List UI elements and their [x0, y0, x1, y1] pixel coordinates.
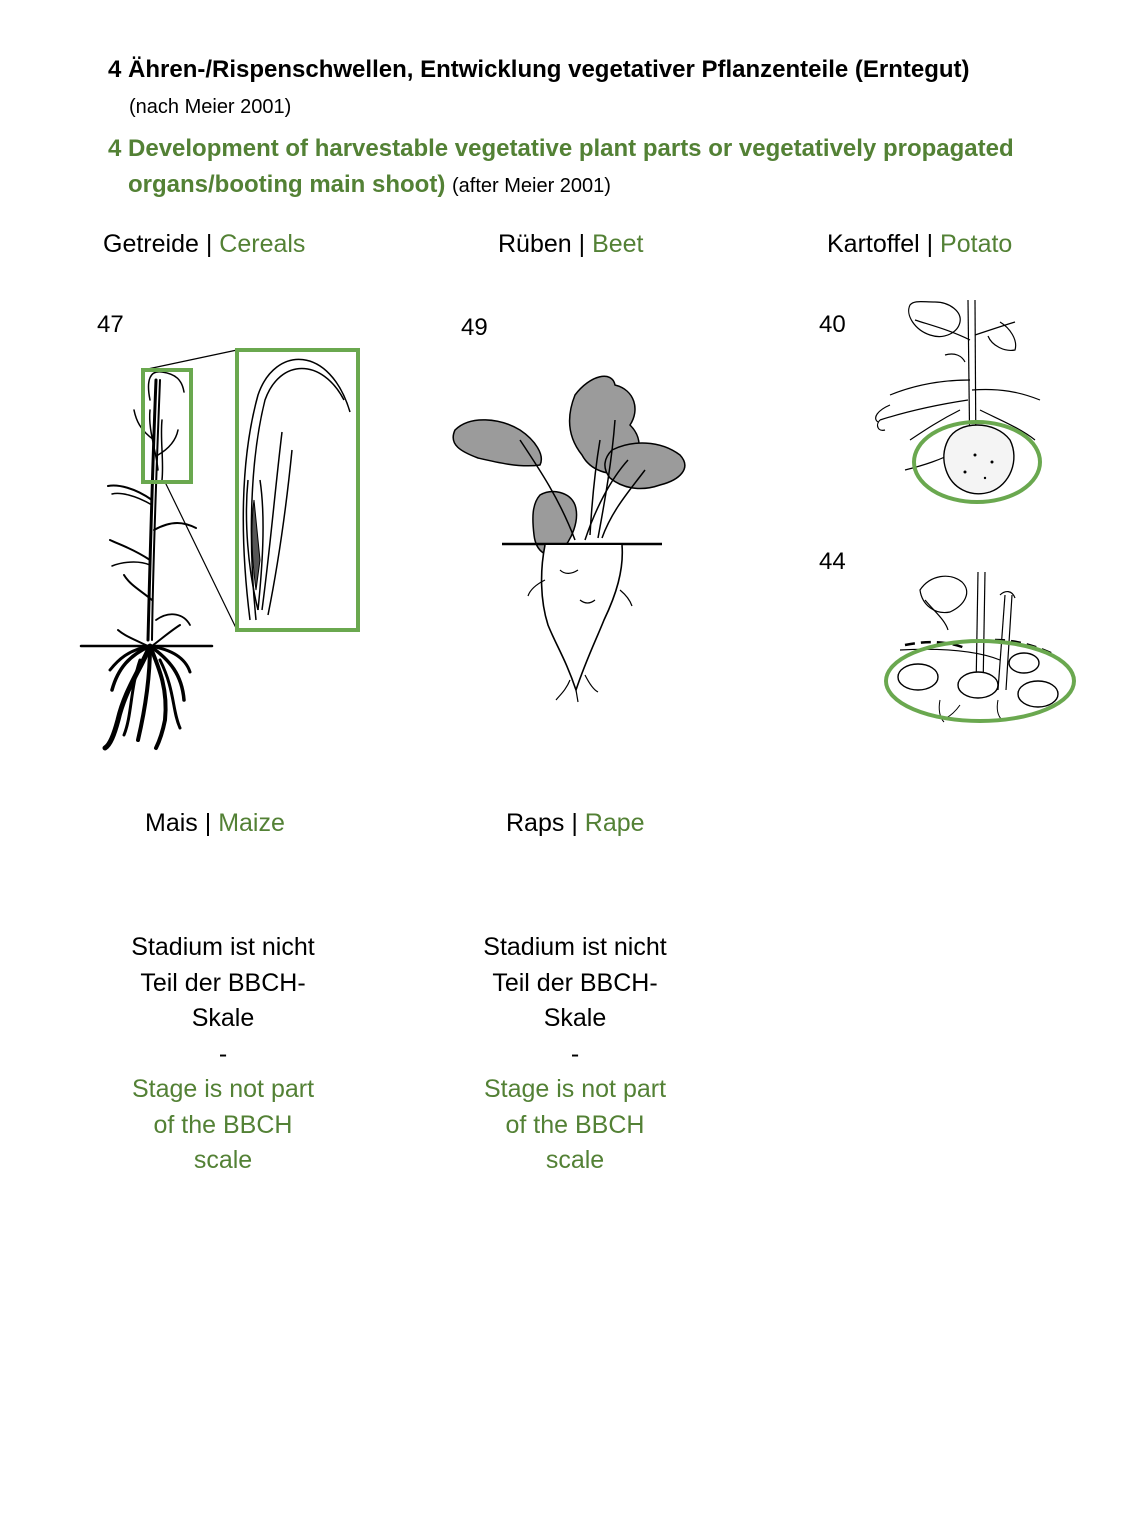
- crop-cereals-de: Getreide: [103, 230, 199, 258]
- crop-heading-potato: Kartoffel | Potato: [827, 230, 1012, 259]
- crop-rape-de: Raps: [506, 809, 565, 837]
- title-german: 4 Ähren-/Rispenschwellen, Entwicklung ve…: [108, 56, 970, 83]
- note-maize-en-1: Stage is not part: [131, 1075, 315, 1103]
- separator: |: [197, 809, 219, 837]
- separator: |: [564, 809, 585, 837]
- note-maize-en-3: scale: [193, 1146, 253, 1174]
- crop-heading-rape: Raps | Rape: [506, 809, 645, 838]
- note-rape-de-1: Stadium ist nicht: [483, 933, 667, 961]
- crop-potato-de: Kartoffel: [827, 230, 920, 258]
- note-maize: Stadium ist nicht Teil der BBCH- Skale -…: [93, 930, 353, 1179]
- note-rape-en-3: scale: [545, 1146, 605, 1174]
- title-english: 4 Development of harvestable vegetative …: [108, 131, 1118, 204]
- title-english-line1: 4 Development of harvestable vegetative …: [108, 135, 1014, 162]
- separator: |: [198, 230, 220, 258]
- note-rape: Stadium ist nicht Teil der BBCH- Skale -…: [445, 930, 705, 1179]
- stage-number-beet: 49: [461, 314, 488, 341]
- crop-rape-en: Rape: [584, 809, 645, 837]
- title-english-line2-wrap: organs/booting main shoot) (after Meier …: [108, 167, 1118, 204]
- crop-heading-cereals: Getreide | Cereals: [103, 230, 305, 259]
- crop-maize-en: Maize: [218, 809, 285, 837]
- crop-cereals-en: Cereals: [219, 230, 306, 258]
- source-german: (nach Meier 2001): [129, 96, 292, 118]
- note-maize-en-2: of the BBCH: [153, 1110, 293, 1139]
- crop-beet-en: Beet: [592, 230, 644, 258]
- stage-number-cereals: 47: [97, 311, 124, 338]
- note-rape-dash: -: [570, 1039, 580, 1068]
- title-english-line2: organs/booting main shoot): [128, 171, 446, 198]
- note-rape-de-3: Skale: [543, 1004, 607, 1032]
- stage-number-potato-1: 40: [819, 311, 846, 338]
- crop-heading-maize: Mais | Maize: [145, 809, 285, 838]
- note-maize-de-2: Teil der BBCH-: [140, 968, 306, 997]
- note-rape-en-1: Stage is not part: [483, 1075, 667, 1103]
- note-maize-de-1: Stadium ist nicht: [131, 933, 315, 961]
- crop-potato-en: Potato: [940, 230, 1013, 258]
- note-rape-de-2: Teil der BBCH-: [492, 968, 658, 997]
- crop-heading-beet: Rüben | Beet: [498, 230, 644, 259]
- stage-number-potato-2: 44: [819, 548, 846, 575]
- separator: |: [571, 230, 593, 258]
- note-maize-dash: -: [218, 1039, 228, 1068]
- crop-beet-de: Rüben: [498, 230, 572, 258]
- note-rape-en-2: of the BBCH: [505, 1110, 645, 1139]
- source-english: (after Meier 2001): [451, 175, 611, 197]
- note-maize-de-3: Skale: [191, 1004, 255, 1032]
- separator: |: [919, 230, 941, 258]
- crop-maize-de: Mais: [145, 809, 198, 837]
